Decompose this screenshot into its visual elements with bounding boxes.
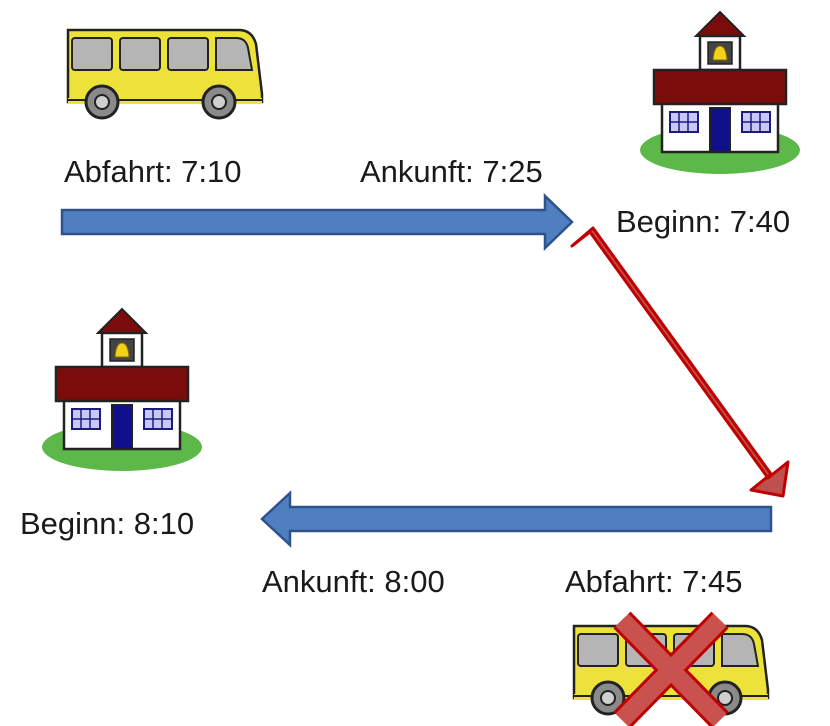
departure-time-label-late: Abfahrt: 7:45 [565,564,743,599]
school-icon-left [40,307,204,473]
arrival-time-label: Ankunft: 7:25 [360,154,543,189]
departure-time-label: Abfahrt: 7:10 [64,154,242,189]
arrow-right-blue [60,193,574,251]
school-start-label-late: Beginn: 8:10 [20,506,195,541]
cross-icon [613,611,729,726]
school-start-label: Beginn: 7:40 [616,204,791,239]
school-icon-top [638,10,802,176]
arrival-time-label-late: Ankunft: 8:00 [262,564,445,599]
bus-icon-top [62,22,266,122]
arrow-diagonal-red [570,226,790,498]
arrow-left-blue [260,490,773,548]
